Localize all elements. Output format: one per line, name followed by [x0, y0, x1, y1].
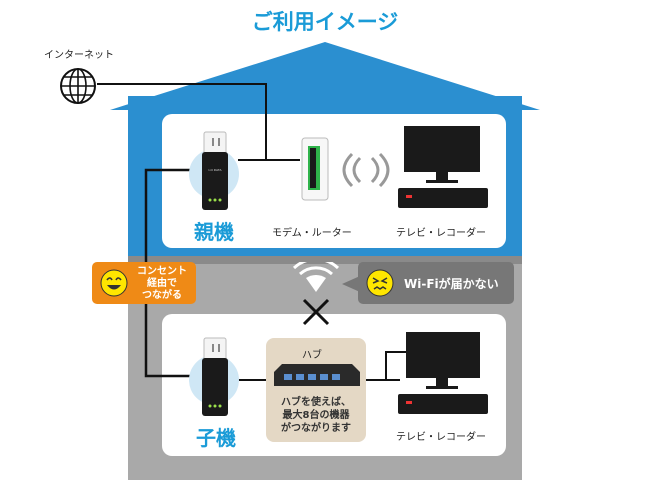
- floor-divider: [128, 256, 522, 264]
- frustrated-face-icon: [366, 269, 394, 297]
- internet-label: インターネット: [44, 50, 114, 61]
- child-plc-adapter: [188, 334, 240, 424]
- smile-icon: [100, 269, 128, 297]
- hub-panel: [266, 338, 366, 442]
- parent-adapter-brand: I-O DATA: [208, 168, 222, 172]
- outlet-callout-line-3: つながる: [142, 290, 182, 301]
- outlet-callout: コンセント 経由で つながる: [92, 262, 196, 304]
- router-label: モデム・ルーター: [272, 228, 352, 239]
- lower-tv-recorder-icon: [398, 332, 488, 414]
- parent-unit-label: 親機: [194, 220, 234, 244]
- page-title: ご利用イメージ: [251, 10, 399, 34]
- wifi-waves-icon: [342, 152, 390, 188]
- upper-tv-recorder-icon: [398, 126, 488, 208]
- hub-description-line-3: がつながります: [281, 423, 351, 434]
- callout-pointer: [342, 276, 360, 292]
- parent-plc-adapter: I-O DATA: [188, 128, 240, 218]
- hub-description-line-2: 最大8台の機器: [282, 410, 350, 421]
- upper-tv-label: テレビ・レコーダー: [396, 228, 486, 239]
- hub-description: ハブを使えば、 最大8台の機器 がつながります: [266, 396, 366, 435]
- hub-label: ハブ: [302, 350, 322, 361]
- child-unit-label: 子機: [196, 426, 236, 450]
- wifi-blocked-icon: [292, 262, 340, 326]
- outlet-callout-line-1: コンセント: [137, 266, 187, 277]
- wifi-unreachable-callout: Wi-Fiが届かない: [358, 262, 514, 304]
- hub-description-line-1: ハブを使えば、: [281, 397, 351, 408]
- lower-tv-label: テレビ・レコーダー: [396, 432, 486, 443]
- hub-to-tv-cable: [356, 351, 408, 381]
- hub-icon: [274, 364, 360, 386]
- wifi-unreachable-text: Wi-Fiが届かない: [404, 277, 499, 291]
- house-roof: [110, 42, 540, 110]
- globe-icon: [60, 68, 96, 104]
- outlet-callout-line-2: 経由で: [147, 278, 177, 289]
- router-icon: [301, 137, 329, 201]
